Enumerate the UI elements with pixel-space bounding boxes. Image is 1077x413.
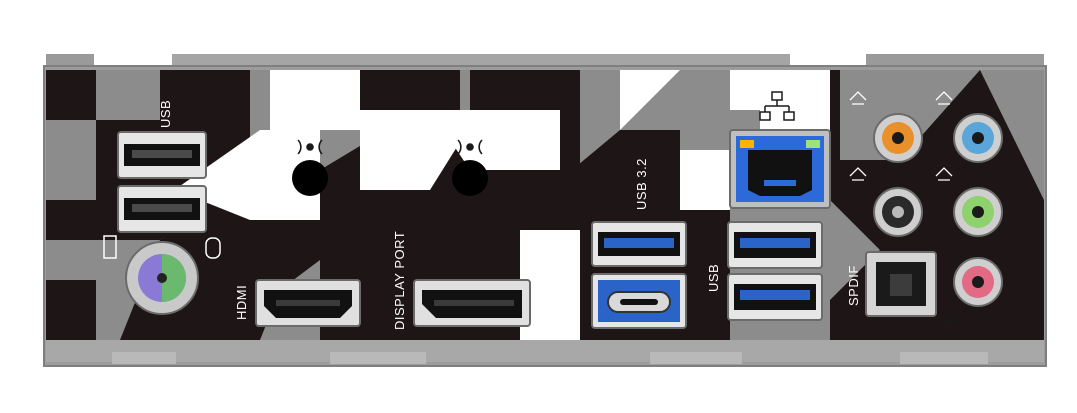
audio-jacks[interactable] [873,113,1003,307]
spdif-label: SPDIF [846,265,861,306]
displayport-label: DISPLAY PORT [392,231,407,330]
usb-right-port-stack[interactable] [727,221,823,321]
spdif-port[interactable] [865,251,937,317]
mouse-icon [205,237,221,259]
screw-holes [292,160,488,196]
keyboard-icon [103,235,117,259]
usb32-label: USB 3.2 [634,158,649,210]
hdmi-port[interactable] [255,279,361,327]
hdmi-label: HDMI [234,285,249,320]
lan-port[interactable] [729,129,831,209]
ps2-port[interactable] [125,241,199,315]
network-icon [759,91,795,121]
displayport-port[interactable] [413,279,531,327]
audio-icons [849,91,953,181]
microphone-icon [939,312,958,331]
usb-label-right: USB [706,264,721,292]
usb32-port-stack[interactable] [591,221,687,329]
wifi-antenna-icons [297,139,483,155]
usb2-port-stack[interactable] [117,131,207,233]
usb-label-left: USB [158,100,173,128]
